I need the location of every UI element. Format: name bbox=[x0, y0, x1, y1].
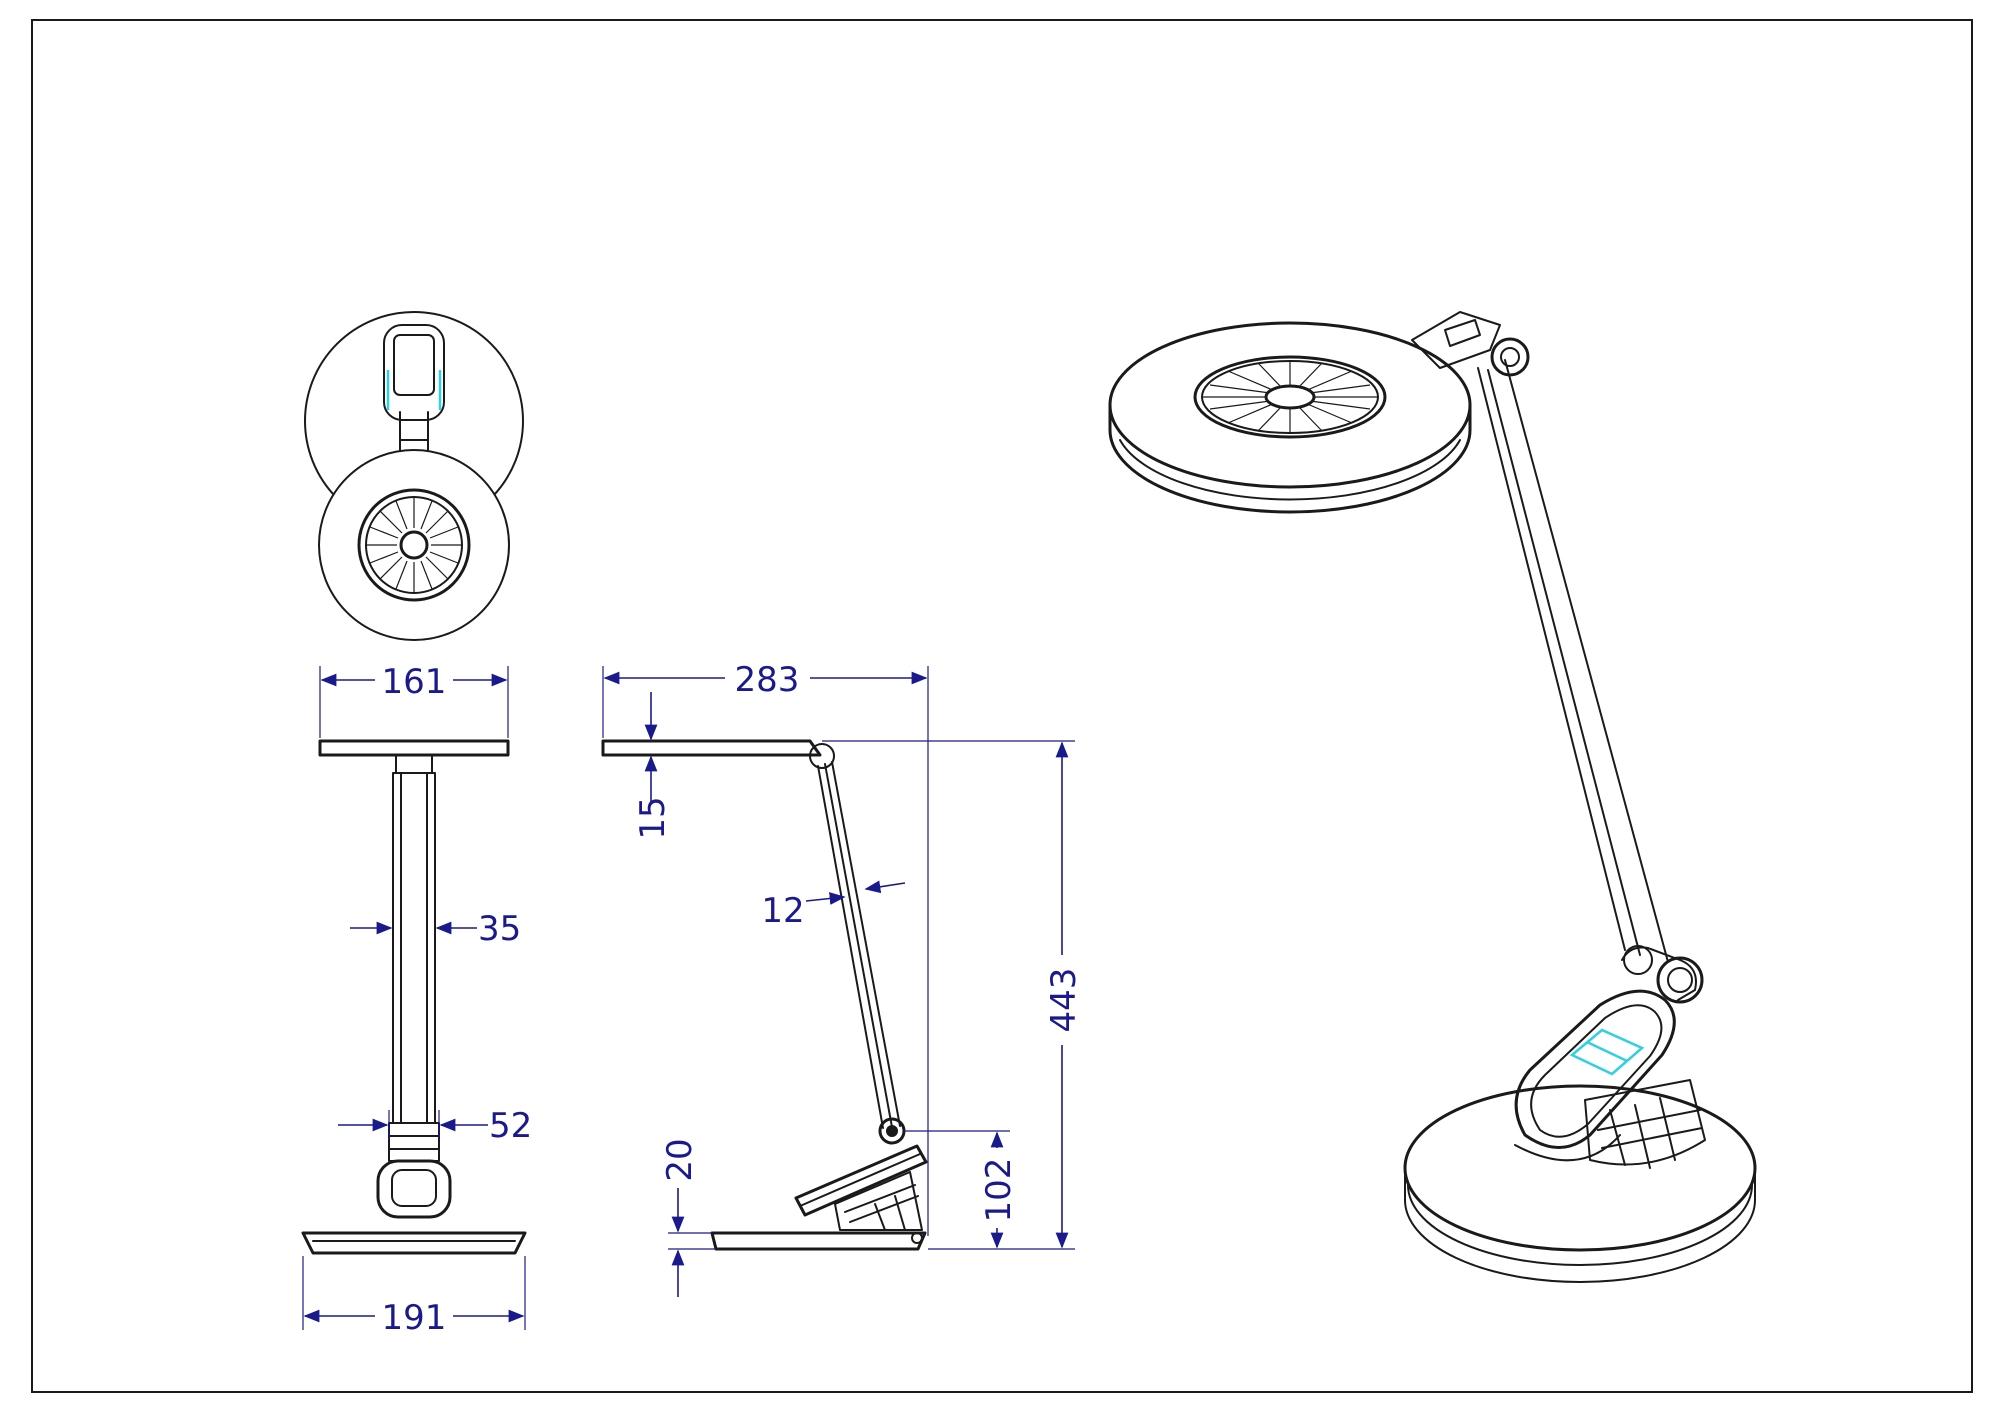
perspective-pedestal bbox=[1584, 1079, 1706, 1166]
perspective-led-pattern bbox=[1202, 361, 1378, 433]
dim-hinge-width: 52 bbox=[489, 1106, 532, 1146]
side-view-dimensions: 283 15 12 443 102 20 bbox=[602, 660, 1084, 1297]
perspective-led-ring bbox=[1193, 355, 1387, 439]
perspective-touch-panel bbox=[1569, 1028, 1645, 1076]
side-view-arm bbox=[817, 761, 901, 1129]
dim-total-height: 443 bbox=[1044, 968, 1084, 1033]
side-view-base bbox=[710, 1231, 927, 1251]
side-view-swivel bbox=[834, 1171, 923, 1231]
side-view-head bbox=[601, 739, 822, 757]
dim-front-head-width: 161 bbox=[382, 662, 447, 702]
front-view-base bbox=[301, 1231, 527, 1255]
perspective-head-rim bbox=[1108, 405, 1472, 514]
front-view-head bbox=[318, 739, 510, 757]
front-view-hinge bbox=[388, 1122, 440, 1162]
perspective-base-side bbox=[1404, 1167, 1756, 1283]
side-view-control-panel bbox=[794, 1144, 928, 1217]
perspective-center-hub bbox=[1264, 384, 1316, 410]
top-view-hinge-inner bbox=[393, 334, 435, 396]
perspective-upper-joint bbox=[1490, 337, 1530, 377]
dim-base-width: 191 bbox=[382, 1298, 447, 1338]
top-view-center-hub bbox=[399, 530, 429, 560]
front-view bbox=[301, 739, 527, 1255]
perspective-control-pod bbox=[1514, 989, 1676, 1149]
dim-arm-width-side: 12 bbox=[761, 891, 804, 931]
perspective-arm bbox=[1477, 359, 1669, 963]
top-view-arm bbox=[399, 411, 429, 451]
dim-side-total-depth: 283 bbox=[735, 660, 800, 700]
perspective-lower-joint bbox=[1621, 946, 1697, 1001]
dim-head-thickness: 15 bbox=[633, 796, 673, 839]
dim-arm-width-front: 35 bbox=[478, 909, 521, 949]
perspective-view bbox=[1108, 311, 1757, 1283]
top-view-led-pattern bbox=[366, 497, 462, 593]
side-view-top-joint bbox=[809, 743, 835, 769]
front-view-swivel bbox=[376, 1159, 452, 1219]
top-view bbox=[304, 311, 524, 641]
front-view-dimensions: 161 35 52 191 bbox=[302, 662, 532, 1338]
sheet-border bbox=[31, 19, 1973, 1393]
dim-base-thickness: 20 bbox=[660, 1138, 700, 1181]
front-view-arm bbox=[392, 772, 436, 1124]
top-view-hinge-bracket bbox=[383, 324, 445, 421]
perspective-base-top bbox=[1403, 1084, 1757, 1252]
front-view-neck bbox=[395, 754, 433, 774]
side-view bbox=[601, 739, 928, 1251]
dim-hinge-height: 102 bbox=[979, 1158, 1019, 1223]
top-view-led-ring bbox=[357, 488, 471, 602]
top-view-hinge-accent bbox=[386, 370, 442, 410]
